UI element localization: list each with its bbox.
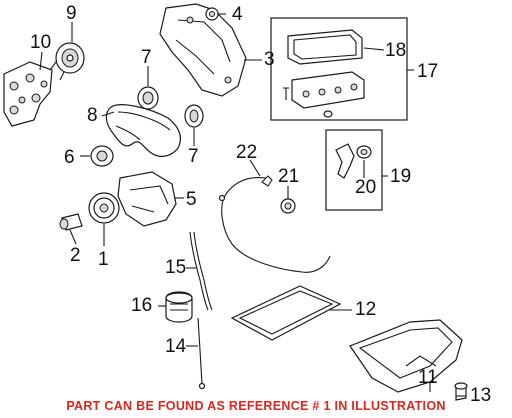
callout-8: 8 [87,105,98,126]
part-16-oil-filter[interactable] [165,291,193,323]
callout-1: 1 [98,249,109,270]
part-7-lower-sprocket[interactable] [184,104,204,128]
callout-9: 9 [66,3,77,24]
callout-7a: 7 [141,47,152,68]
callout-14: 14 [165,336,187,357]
part-7-upper-sprocket[interactable] [137,86,159,110]
callout-3: 3 [264,49,275,70]
part-18-valve-cover-gasket[interactable] [287,29,363,65]
callout-18: 18 [385,40,407,61]
part-20-oil-filler-tube[interactable] [335,143,372,179]
callout-19: 19 [390,166,412,187]
kit-box-17 [270,17,408,121]
part-21-sensor[interactable] [280,198,296,214]
callout-16: 16 [131,295,153,316]
callout-4: 4 [232,4,243,25]
part-6-crank-sprocket[interactable] [90,145,114,167]
part-10-tensioner-bracket[interactable] [3,61,53,127]
part-11-oil-pan[interactable] [349,319,463,393]
part-22-dipstick-tube[interactable] [218,175,331,273]
part-18-valve-cover[interactable] [283,71,365,118]
reference-note: PART CAN BE FOUND AS REFERENCE # 1 IN IL… [66,399,446,413]
callout-11: 11 [418,367,438,388]
part-9-idler-pulley[interactable] [49,42,85,81]
part-8-timing-belt[interactable] [105,104,181,157]
callout-2: 2 [70,245,81,266]
part-13-drain-plug[interactable] [454,382,468,401]
part-2-bolt[interactable] [59,213,83,231]
callout-7b: 7 [188,146,199,167]
part-5-lower-cover[interactable] [117,171,177,227]
callout-21: 21 [278,166,300,187]
part-15-dipstick-guide[interactable] [189,231,213,311]
callout-15: 15 [165,257,187,278]
callout-17: 17 [417,61,439,82]
part-14-dipstick[interactable] [197,317,206,390]
callout-13: 13 [470,385,492,406]
part-1-crankshaft-pulley[interactable] [88,192,120,224]
callout-20: 20 [355,177,377,198]
leader-lines [39,13,466,397]
callout-22: 22 [236,142,258,163]
callout-6: 6 [64,147,75,168]
callout-10: 10 [30,32,52,53]
part-4-seal[interactable] [205,7,219,21]
callout-12: 12 [355,299,377,320]
kit-box-19 [325,129,383,211]
part-12-oil-pan-gasket[interactable] [230,285,342,341]
callout-5: 5 [186,189,197,210]
